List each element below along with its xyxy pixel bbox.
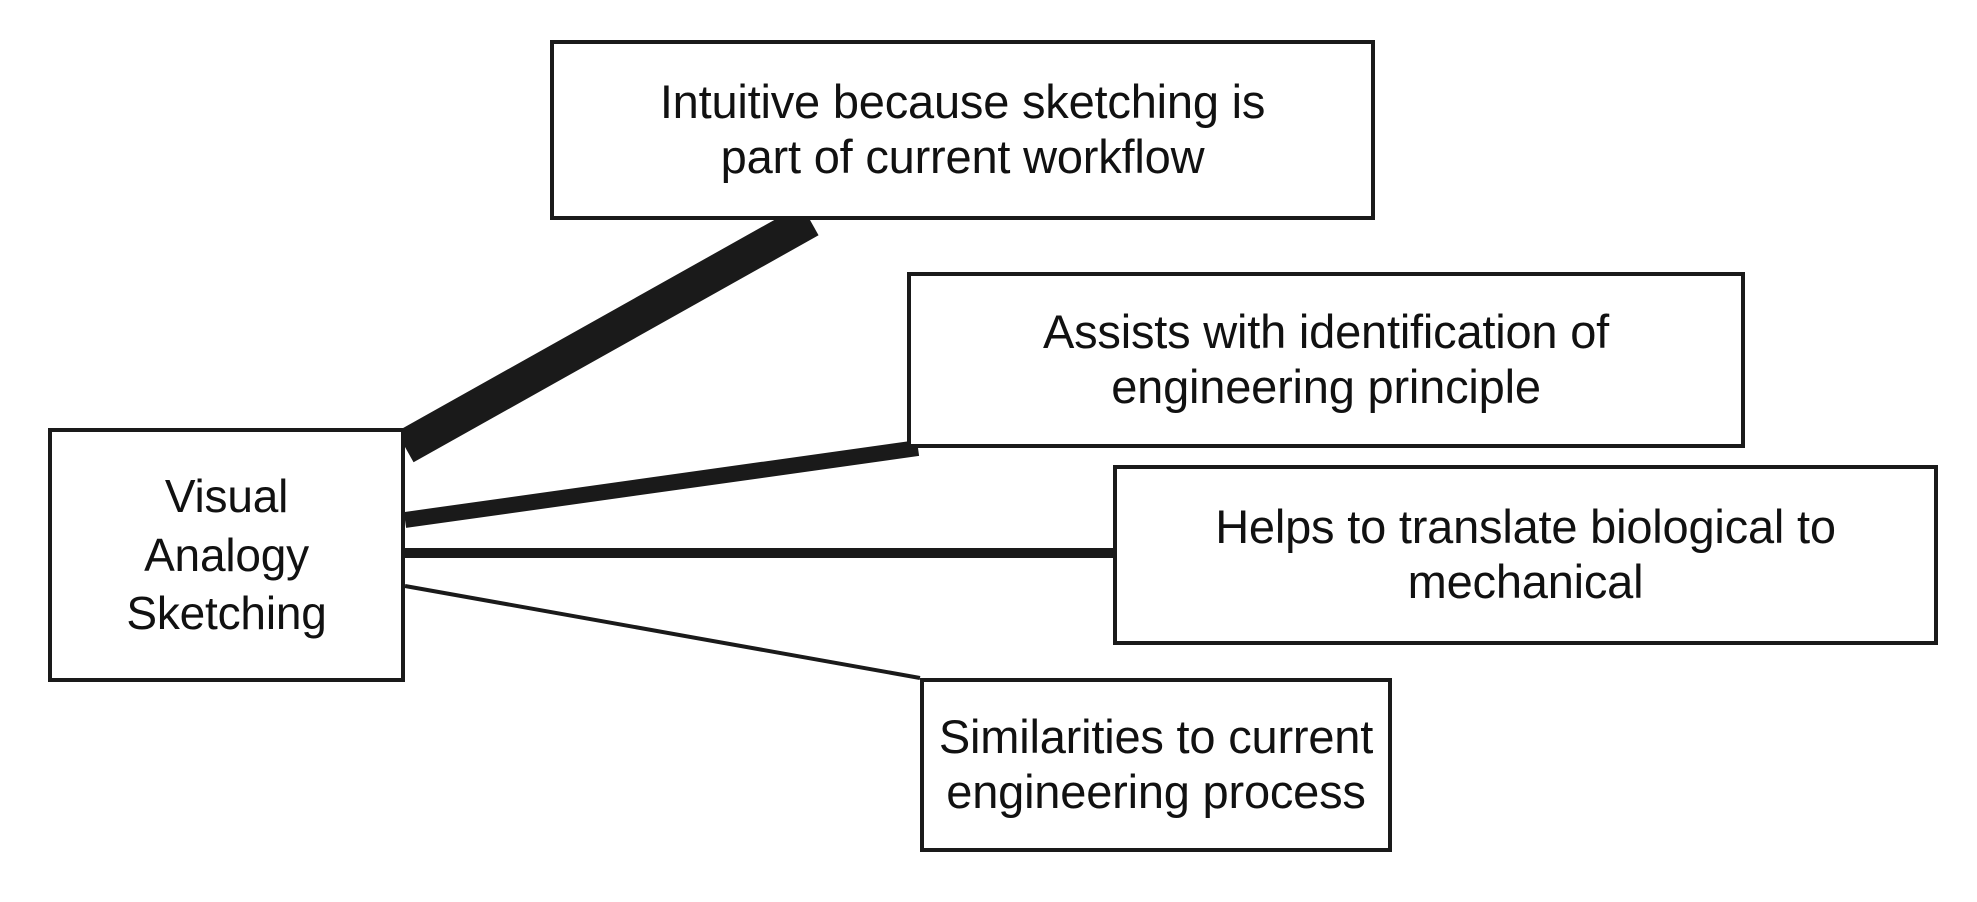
node-helps-translate[interactable]: Helps to translate biological to mechani… [1113, 465, 1938, 645]
node-label-similarities-process: Similarities to current engineering proc… [938, 710, 1374, 818]
edge-root-to-similarities [404, 584, 921, 680]
edge-root-to-intuitive [396, 204, 819, 463]
edge-root-to-assists [403, 440, 920, 528]
node-label-assists-identification: Assists with identification of engineeri… [1042, 305, 1610, 413]
node-label-visual-analogy-sketching: Visual Analogy Sketching [126, 469, 327, 640]
node-label-helps-translate: Helps to translate biological to mechani… [1215, 500, 1836, 608]
node-label-intuitive-workflow: Intuitive because sketching is part of c… [659, 75, 1266, 183]
node-assists-identification[interactable]: Assists with identification of engineeri… [907, 272, 1745, 448]
node-visual-analogy-sketching[interactable]: Visual Analogy Sketching [48, 428, 405, 682]
node-intuitive-workflow[interactable]: Intuitive because sketching is part of c… [550, 40, 1375, 220]
node-similarities-process[interactable]: Similarities to current engineering proc… [920, 678, 1392, 852]
